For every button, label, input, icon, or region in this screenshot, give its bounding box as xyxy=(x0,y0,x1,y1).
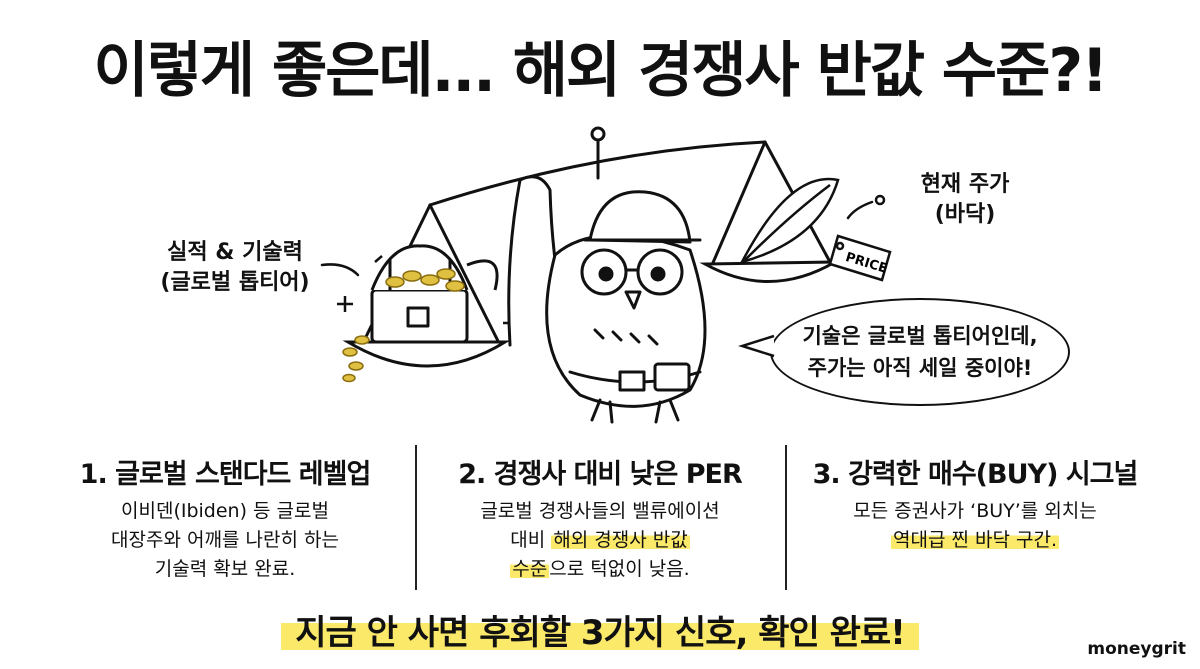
right-label-pointer xyxy=(846,200,874,220)
divider-left xyxy=(415,445,417,590)
column-1-line3: 기술력 확보 완료. xyxy=(154,558,296,580)
column-3-highlight: 역대급 찐 바닥 구간. xyxy=(891,529,1059,551)
speech-bubble-tail xyxy=(738,334,775,358)
feather-icon xyxy=(739,177,840,264)
column-2-line2-pre: 대비 xyxy=(510,529,552,551)
watermark: moneygrit xyxy=(1087,639,1186,659)
column-2-highlight-1: 해외 경쟁사 반값 xyxy=(551,529,690,551)
column-3: 3. 강력한 매수(BUY) 시그널 모든 증권사가 ‘BUY’를 외치는 역대… xyxy=(790,452,1160,555)
left-label: 실적 & 기술력 (글로벌 톱티어) xyxy=(135,238,335,298)
right-label-line2: (바닥) xyxy=(934,202,996,227)
left-label-pointer xyxy=(320,263,360,277)
right-label-line1: 현재 주가 xyxy=(920,172,1010,197)
right-pan xyxy=(699,260,841,283)
column-3-line2: 역대급 찐 바닥 구간. xyxy=(790,526,1160,555)
column-2-heading: 2. 경쟁사 대비 낮은 PER xyxy=(458,459,743,490)
column-2-line3-post: 으로 턱없이 낮음. xyxy=(549,558,690,580)
column-1-line2: 대장주와 어깨를 나란히 하는 xyxy=(111,529,339,551)
speech-line2: 주가는 아직 세일 중이야! xyxy=(807,356,1033,380)
treasure-chest-icon xyxy=(370,244,499,344)
column-1: 1. 글로벌 스탠다드 레벨업 이비덴(Ibiden) 등 글로벌 대장주와 어… xyxy=(40,452,410,584)
column-1-line1: 이비덴(Ibiden) 등 글로벌 xyxy=(121,500,329,522)
column-2-highlight-2: 수준 xyxy=(510,558,550,580)
speech-bubble: 기술은 글로벌 톱티어인데, 주가는 아직 세일 중이야! xyxy=(770,298,1070,406)
footer-banner: 지금 안 사면 후회할 3가지 신호, 확인 완료! xyxy=(0,605,1200,654)
divider-right xyxy=(785,445,787,590)
column-2-line2: 대비 해외 경쟁사 반값 xyxy=(415,526,785,555)
footer-text: 지금 안 사면 후회할 3가지 신호, 확인 완료! xyxy=(281,613,919,653)
column-1-heading: 1. 글로벌 스탠다드 레벨업 xyxy=(79,459,372,490)
speech-line1: 기술은 글로벌 톱티어인데, xyxy=(802,324,1038,348)
page-title: 이렇게 좋은데... 해외 경쟁사 반값 수준?! xyxy=(93,36,1109,106)
left-label-line2: (글로벌 톱티어) xyxy=(160,270,310,295)
left-label-line1: 실적 & 기술력 xyxy=(167,240,303,265)
column-2: 2. 경쟁사 대비 낮은 PER 글로벌 경쟁사들의 밸류에이션 대비 해외 경… xyxy=(415,452,785,584)
owl-mascot-icon xyxy=(507,175,707,424)
column-2-line1: 글로벌 경쟁사들의 밸류에이션 xyxy=(480,500,720,522)
column-3-heading: 3. 강력한 매수(BUY) 시그널 xyxy=(812,459,1139,490)
right-label: 현재 주가 (바닥) xyxy=(885,170,1045,230)
gold-coins-icon xyxy=(342,268,465,383)
column-3-line1: 모든 증권사가 ‘BUY’를 외치는 xyxy=(853,500,1097,522)
price-tag-icon xyxy=(828,234,892,282)
left-pan xyxy=(342,340,511,368)
